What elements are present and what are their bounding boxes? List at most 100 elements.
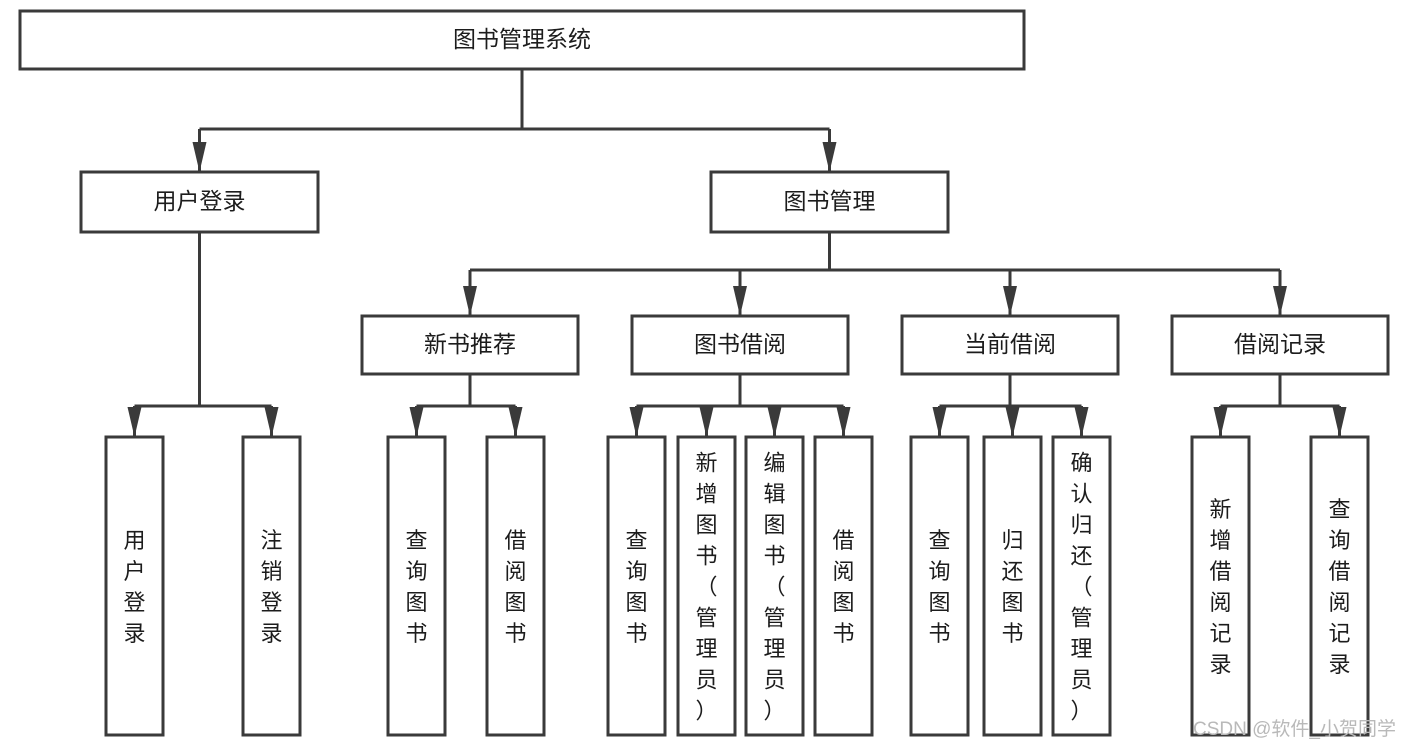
node-book-borrow-box	[630, 314, 850, 376]
node-book-borrow[interactable]: 图书借阅	[630, 314, 850, 376]
node-leaf-edit-book-label-char: 理	[763, 637, 785, 662]
node-leaf-confirm-return-label-char: 员	[1070, 668, 1092, 693]
node-leaf-query-book-cur-box	[909, 435, 970, 737]
node-leaf-query-book-borrow-label-char: 图	[625, 590, 647, 615]
node-root[interactable]: 图书管理系统	[18, 9, 1026, 71]
arrow-head-icon	[463, 286, 477, 316]
node-book-manage-box	[709, 170, 950, 234]
node-current-borrow-box	[900, 314, 1120, 376]
node-user-login-box	[79, 170, 320, 234]
node-root-box	[18, 9, 1026, 71]
node-leaf-query-book-borrow-label-char: 查	[625, 528, 647, 553]
nodes-layer: 图书管理系统用户登录图书管理新书推荐图书借阅当前借阅借阅记录用户登录注销登录查询…	[18, 9, 1390, 737]
node-leaf-confirm-return-box	[1051, 435, 1112, 737]
arrow-head-icon	[127, 407, 142, 437]
node-leaf-logout-box	[241, 435, 302, 737]
node-leaf-edit-book-label-char: 辑	[763, 482, 785, 507]
arrow-head-icon	[932, 407, 947, 437]
arrow-head-icon	[699, 407, 714, 437]
arrow-head-icon	[1074, 407, 1089, 437]
node-leaf-confirm-return-label-char: 管	[1070, 606, 1092, 631]
node-leaf-user-login-box	[104, 435, 165, 737]
node-leaf-edit-book-label-char: （	[763, 575, 785, 600]
arrow-head-icon	[1213, 407, 1228, 437]
node-leaf-confirm-return-label-char: 归	[1070, 513, 1092, 538]
node-leaf-query-book-rec-box	[386, 435, 447, 737]
node-leaf-user-login[interactable]: 用户登录	[104, 435, 165, 737]
node-leaf-borrow-book-rec-box	[485, 435, 546, 737]
node-leaf-add-book-label-char: 理	[695, 637, 717, 662]
node-leaf-user-login-label-char: 用	[123, 528, 145, 553]
node-leaf-borrow-book-label-char: 借	[832, 528, 854, 553]
node-leaf-add-record-label-char: 借	[1209, 559, 1231, 584]
arrow-head-icon	[629, 407, 644, 437]
arrow-head-icon	[836, 407, 851, 437]
node-leaf-query-book-cur-label-char: 图	[928, 590, 950, 615]
node-leaf-query-book-borrow-label-char: 书	[625, 621, 647, 646]
node-book-borrow-label: 图书借阅	[694, 331, 786, 357]
node-leaf-add-book-label-char: 员	[695, 668, 717, 693]
node-leaf-query-book-rec-label-char: 图	[405, 590, 427, 615]
node-leaf-query-record-label-char: 询	[1328, 528, 1350, 553]
node-leaf-query-record-box	[1309, 435, 1370, 737]
node-leaf-logout-label-char: 注	[260, 528, 282, 553]
node-user-login-label: 用户登录	[154, 188, 246, 214]
node-leaf-logout-label-char: 销	[260, 559, 282, 584]
arrow-head-icon	[264, 407, 279, 437]
node-leaf-confirm-return-label-char: ）	[1070, 699, 1092, 724]
node-leaf-edit-book-label-char: 编	[763, 451, 785, 476]
arrow-head-icon	[733, 286, 747, 316]
node-leaf-add-book-label-char: 管	[695, 606, 717, 631]
node-leaf-query-book-rec-label-char: 查	[405, 528, 427, 553]
node-leaf-query-record-label-char: 阅	[1328, 590, 1350, 615]
node-new-book-recommend-label: 新书推荐	[424, 331, 516, 357]
node-new-book-recommend[interactable]: 新书推荐	[360, 314, 580, 376]
node-leaf-edit-book-box	[744, 435, 805, 737]
node-leaf-query-record-label-char: 录	[1328, 652, 1350, 677]
node-leaf-borrow-book-label-char: 图	[832, 590, 854, 615]
node-leaf-user-login-label-char: 登	[123, 590, 145, 615]
node-leaf-return-book-label-char: 图	[1001, 590, 1023, 615]
node-leaf-confirm-return-label-char: 还	[1070, 544, 1092, 569]
node-leaf-borrow-book-label-char: 书	[832, 621, 854, 646]
node-leaf-edit-book-label-char: 管	[763, 606, 785, 631]
node-leaf-query-record-label-char: 查	[1328, 497, 1350, 522]
node-leaf-add-record-label-char: 阅	[1209, 590, 1231, 615]
node-book-manage[interactable]: 图书管理	[709, 170, 950, 234]
node-leaf-query-record-label-char: 借	[1328, 559, 1350, 584]
node-leaf-return-book-label-char: 归	[1001, 528, 1023, 553]
node-borrow-record[interactable]: 借阅记录	[1170, 314, 1390, 376]
connectors-layer	[127, 69, 1347, 437]
node-borrow-record-label: 借阅记录	[1234, 331, 1326, 357]
node-leaf-return-book-label-char: 还	[1001, 559, 1023, 584]
arrow-head-icon	[822, 142, 837, 172]
node-leaf-query-record-label-char: 记	[1328, 621, 1350, 646]
node-book-manage-label: 图书管理	[784, 188, 876, 214]
arrow-head-icon	[1332, 407, 1347, 437]
node-leaf-query-book-borrow-box	[606, 435, 667, 737]
node-leaf-edit-book-label-char: 员	[763, 668, 785, 693]
arrow-head-icon	[1005, 407, 1020, 437]
node-leaf-user-login-label-char: 户	[123, 559, 145, 584]
node-leaf-query-book-cur-label-char: 查	[928, 528, 950, 553]
node-user-login[interactable]: 用户登录	[79, 170, 320, 234]
node-leaf-query-book-cur-label-char: 书	[928, 621, 950, 646]
node-leaf-borrow-book-box	[813, 435, 874, 737]
node-current-borrow[interactable]: 当前借阅	[900, 314, 1120, 376]
node-leaf-return-book-label-char: 书	[1001, 621, 1023, 646]
csdn-watermark: CSDN @软件_小贺同学	[1193, 718, 1396, 740]
